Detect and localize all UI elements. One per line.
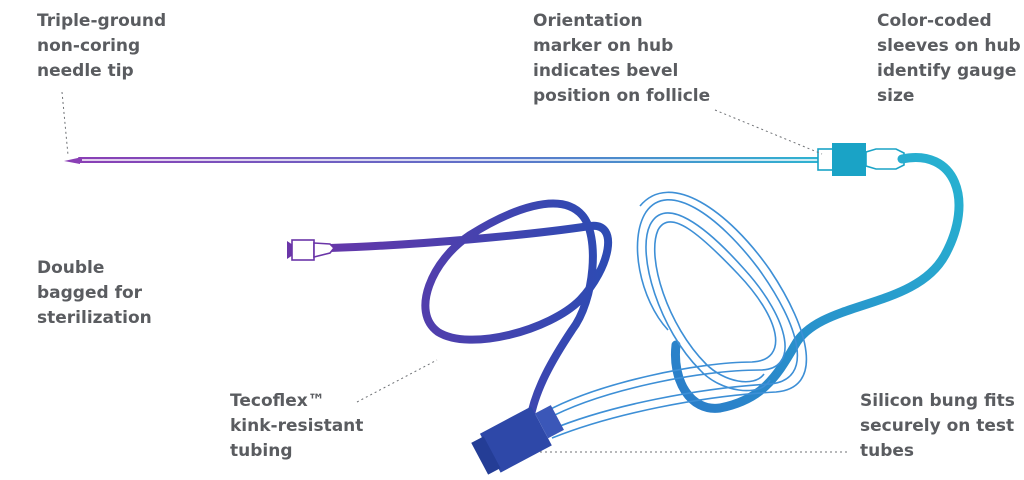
callout-line: Triple-ground	[37, 11, 167, 31]
callout-line: tubing	[230, 441, 293, 461]
silicon-bung	[471, 405, 564, 475]
callout-tubing: Tecoflex™ kink-resistant tubing	[230, 389, 363, 464]
tecoflex-tubing	[326, 199, 613, 424]
needle-tip	[64, 157, 80, 164]
callout-color-sleeves: Color-coded sleeves on hub identify gaug…	[877, 9, 1021, 109]
callout-line: Color-coded	[877, 11, 992, 31]
callout-line: tubes	[860, 441, 915, 461]
leader-needle-tip	[61, 91, 69, 156]
callout-double-bagged: Double bagged for sterilization	[37, 256, 152, 331]
callout-line: securely on test	[860, 416, 1015, 436]
callout-line: Double	[37, 258, 105, 278]
hub-collar	[817, 148, 834, 171]
callout-line: needle tip	[37, 61, 134, 81]
cyan-tubing	[670, 153, 964, 413]
callout-line: Tecoflex™	[230, 391, 325, 411]
callout-line: sleeves on hub	[877, 36, 1021, 56]
hub-connector	[865, 148, 905, 170]
callout-bung: Silicon bung fits securely on test tubes	[860, 389, 1015, 464]
callout-line: non-coring	[37, 36, 141, 56]
callout-line: marker on hub	[533, 36, 674, 56]
leader-orientation-marker	[714, 109, 823, 155]
callout-line: Orientation	[533, 11, 643, 31]
needle	[64, 157, 820, 164]
callout-line: size	[877, 86, 915, 106]
callout-line: kink-resistant	[230, 416, 364, 436]
color-coded-sleeve	[832, 143, 866, 176]
needle-hub	[817, 143, 905, 176]
leader-tubing	[356, 359, 438, 403]
callout-line: Silicon bung fits	[860, 391, 1015, 411]
callout-line: position on follicle	[533, 86, 711, 106]
callout-needle-tip: Triple-ground non-coring needle tip	[37, 9, 166, 84]
callout-line: bagged for	[37, 283, 143, 303]
callout-line: sterilization	[37, 308, 152, 328]
luer-connector	[287, 239, 336, 261]
clear-tubing-loop	[544, 191, 808, 439]
leader-lines	[61, 91, 850, 453]
callout-orientation-marker: Orientation marker on hub indicates beve…	[533, 9, 710, 109]
callout-line: indicates bevel	[533, 61, 679, 81]
callout-line: identify gauge	[877, 61, 1017, 81]
